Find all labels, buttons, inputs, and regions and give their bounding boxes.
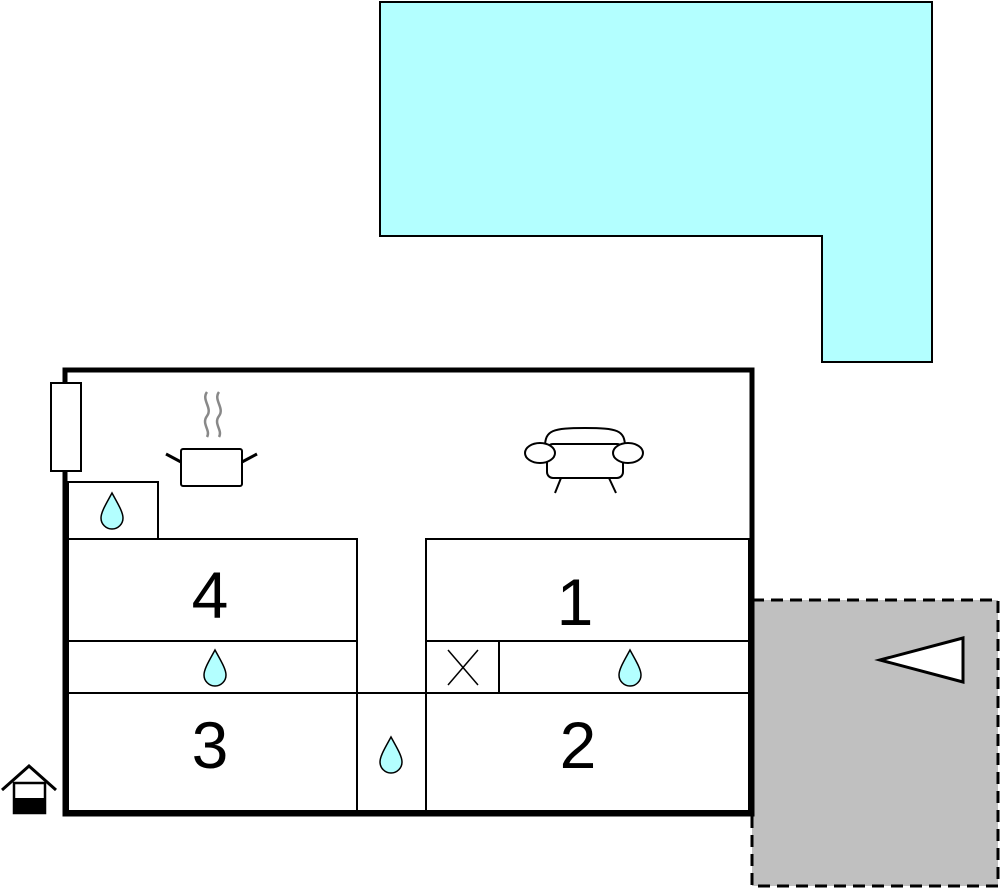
- water-drop-icon: [100, 491, 124, 530]
- sofa-icon: [524, 426, 644, 494]
- room-number-3: 3: [192, 708, 229, 782]
- room-number-2: 2: [560, 708, 597, 782]
- cooking-pot-icon: [165, 391, 258, 487]
- room-4-box: [67, 538, 358, 642]
- room-number-1: 1: [557, 565, 594, 639]
- direction-arrow-icon: [874, 636, 965, 684]
- pool-area: [379, 1, 933, 363]
- room-number-4: 4: [192, 558, 229, 632]
- room-2-box: [425, 692, 750, 812]
- radiator-icon: [50, 382, 82, 472]
- room-3-box: [67, 692, 358, 812]
- water-drop-icon: [203, 648, 227, 687]
- water-drop-icon: [618, 648, 642, 687]
- house-entrance-icon: [1, 763, 57, 815]
- water-drop-icon: [379, 735, 403, 774]
- toilet-x-icon: [447, 649, 479, 686]
